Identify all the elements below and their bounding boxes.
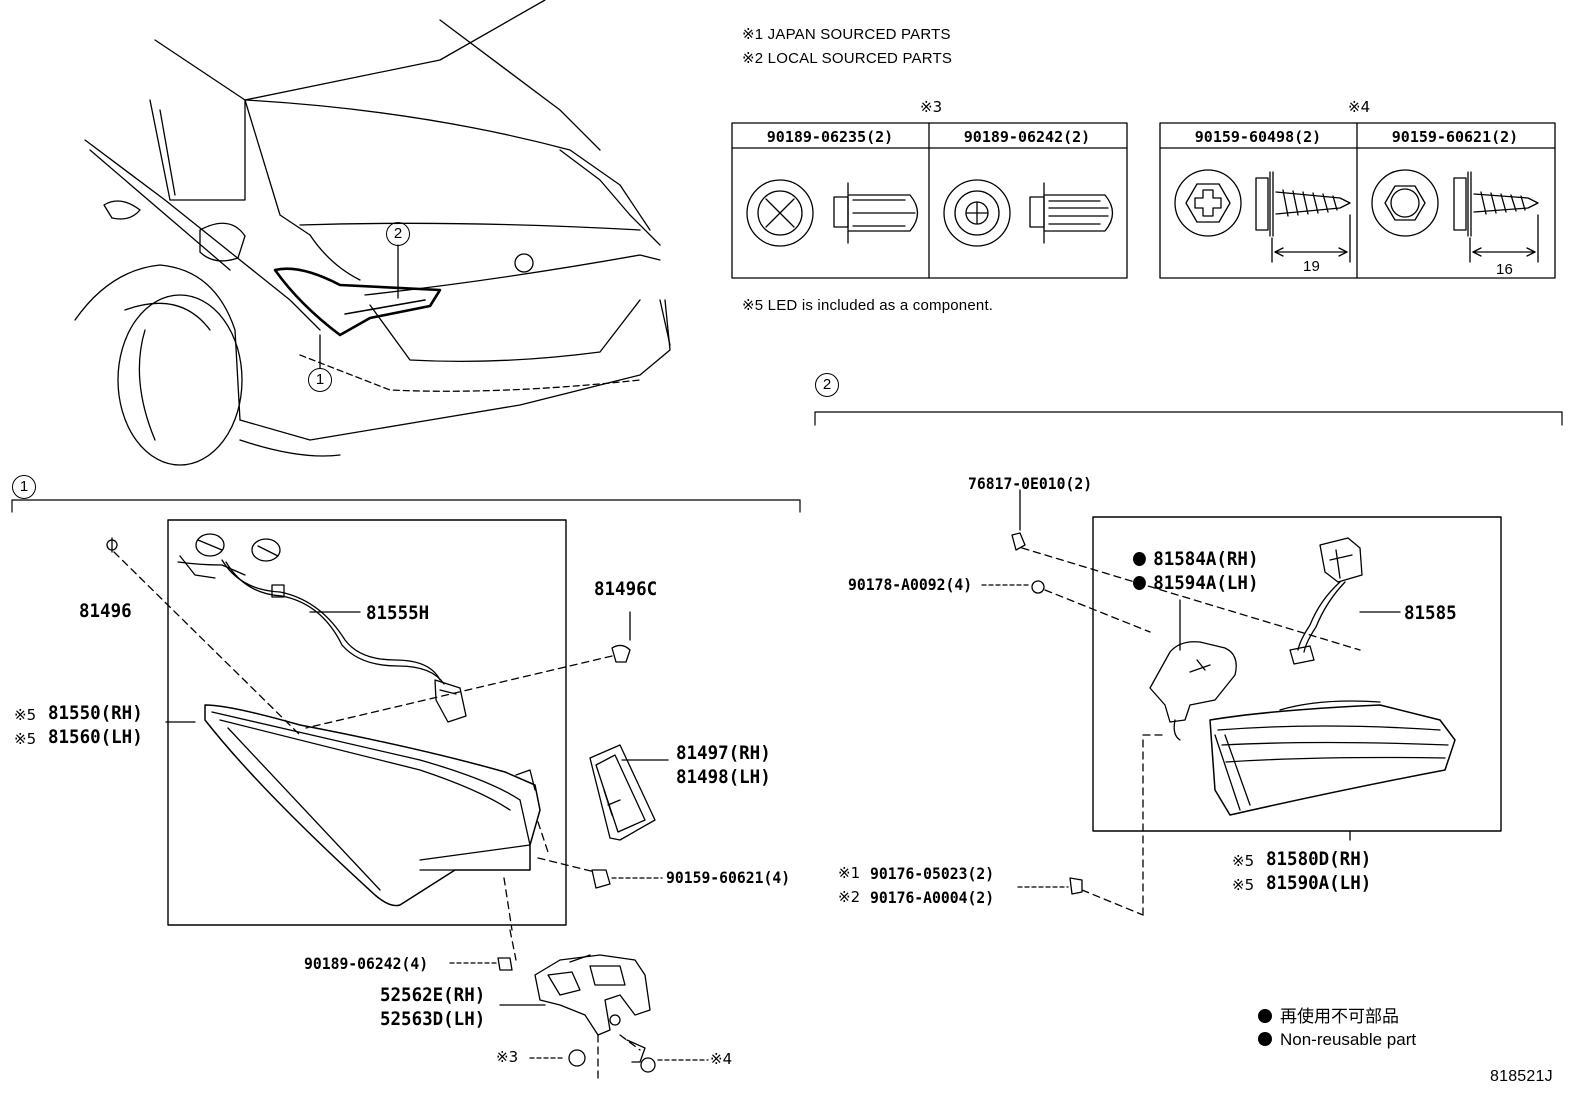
part-81496: 81496: [79, 600, 132, 622]
fastener-table-4: [1159, 122, 1556, 279]
ref-4-label: ※4: [710, 1050, 733, 1068]
combination-lamp-81550: [204, 704, 541, 907]
part-81496c: 81496C: [594, 578, 658, 600]
part-81584a-rh-label: 81584A(RH): [1153, 548, 1259, 570]
table4-dim2: 16: [1496, 261, 1514, 278]
part-90178-a0092: 90178-A0092(4): [848, 575, 973, 594]
note-led-component: ※5 LED is included as a component.: [742, 297, 994, 314]
wire-harness-81555h: [177, 533, 467, 723]
part-76817-0e010: 76817-0E010(2): [968, 474, 1093, 493]
legend-dot: [1258, 1032, 1272, 1046]
part-90176-a0004: 90176-A0004(2): [870, 888, 995, 907]
inner-lamp-81580d: [1209, 700, 1456, 816]
part-81497-rh: 81497(RH): [676, 742, 771, 764]
table4-marker: ※4: [1348, 98, 1371, 116]
cover-81497: [589, 744, 656, 841]
nut2-mark: ※2: [838, 888, 861, 906]
part-90189-06242: 90189-06242(4): [304, 954, 429, 973]
gasket-81584a: [1149, 641, 1237, 741]
table3-marker: ※3: [920, 98, 943, 116]
non-reusable-dot: [1133, 552, 1146, 566]
diagram-id: 818521J: [1490, 1068, 1553, 1085]
car-callout-2: 2: [386, 222, 410, 246]
part-81594a-lh: 81594A(LH): [1133, 572, 1258, 594]
legend-dot: [1258, 1009, 1272, 1023]
part-81594a-lh-label: 81594A(LH): [1153, 572, 1259, 594]
car-rear-illustration: [74, 0, 671, 466]
ref-3-label: ※3: [496, 1048, 519, 1066]
socket-81585: [1289, 537, 1363, 665]
table3-col1: 90189-06235(2): [766, 128, 894, 146]
bracket-52562e: [534, 954, 651, 1036]
lamp-rh-mark: ※5: [14, 706, 37, 724]
part-52562e-rh: 52562E(RH): [380, 984, 486, 1006]
part-52563d-lh: 52563D(LH): [380, 1008, 486, 1030]
part-90159-60621: 90159-60621(4): [666, 868, 791, 887]
inner-lamp-lh-mark: ※5: [1232, 876, 1255, 894]
group1-callout: 1: [12, 475, 36, 499]
fastener-table-3: [731, 122, 1128, 279]
part-81590a-lh: 81590A(LH): [1266, 872, 1372, 894]
car-callout-1: 1: [308, 368, 332, 392]
table4-col1: 90159-60498(2): [1194, 128, 1322, 146]
part-81550-rh: 81550(RH): [48, 702, 143, 724]
inner-lamp-rh-mark: ※5: [1232, 852, 1255, 870]
part-81584a-rh: 81584A(RH): [1133, 548, 1258, 570]
legend-japanese: 再使用不可部品: [1258, 1002, 1399, 1027]
part-90176-05023: 90176-05023(2): [870, 864, 995, 883]
table4-dim1: 19: [1303, 258, 1321, 275]
table3-col2: 90189-06242(2): [963, 128, 1091, 146]
part-81560-lh: 81560(LH): [48, 726, 143, 748]
note-local-sourced: ※2 LOCAL SOURCED PARTS: [742, 50, 953, 67]
nut1-mark: ※1: [838, 864, 861, 882]
lamp-lh-mark: ※5: [14, 730, 37, 748]
legend-english-text: Non-reusable part: [1280, 1030, 1417, 1049]
part-81580d-rh: 81580D(RH): [1266, 848, 1372, 870]
legend-english: Non-reusable part: [1258, 1030, 1416, 1050]
part-81585: 81585: [1404, 602, 1457, 624]
legend-japanese-text: 再使用不可部品: [1280, 1007, 1399, 1026]
table4-col2: 90159-60621(2): [1391, 128, 1519, 146]
note-japan-sourced: ※1 JAPAN SOURCED PARTS: [742, 26, 951, 43]
group2-callout: 2: [815, 373, 839, 397]
part-81498-lh: 81498(LH): [676, 766, 771, 788]
non-reusable-dot: [1133, 576, 1146, 590]
part-81555h: 81555H: [366, 602, 430, 624]
